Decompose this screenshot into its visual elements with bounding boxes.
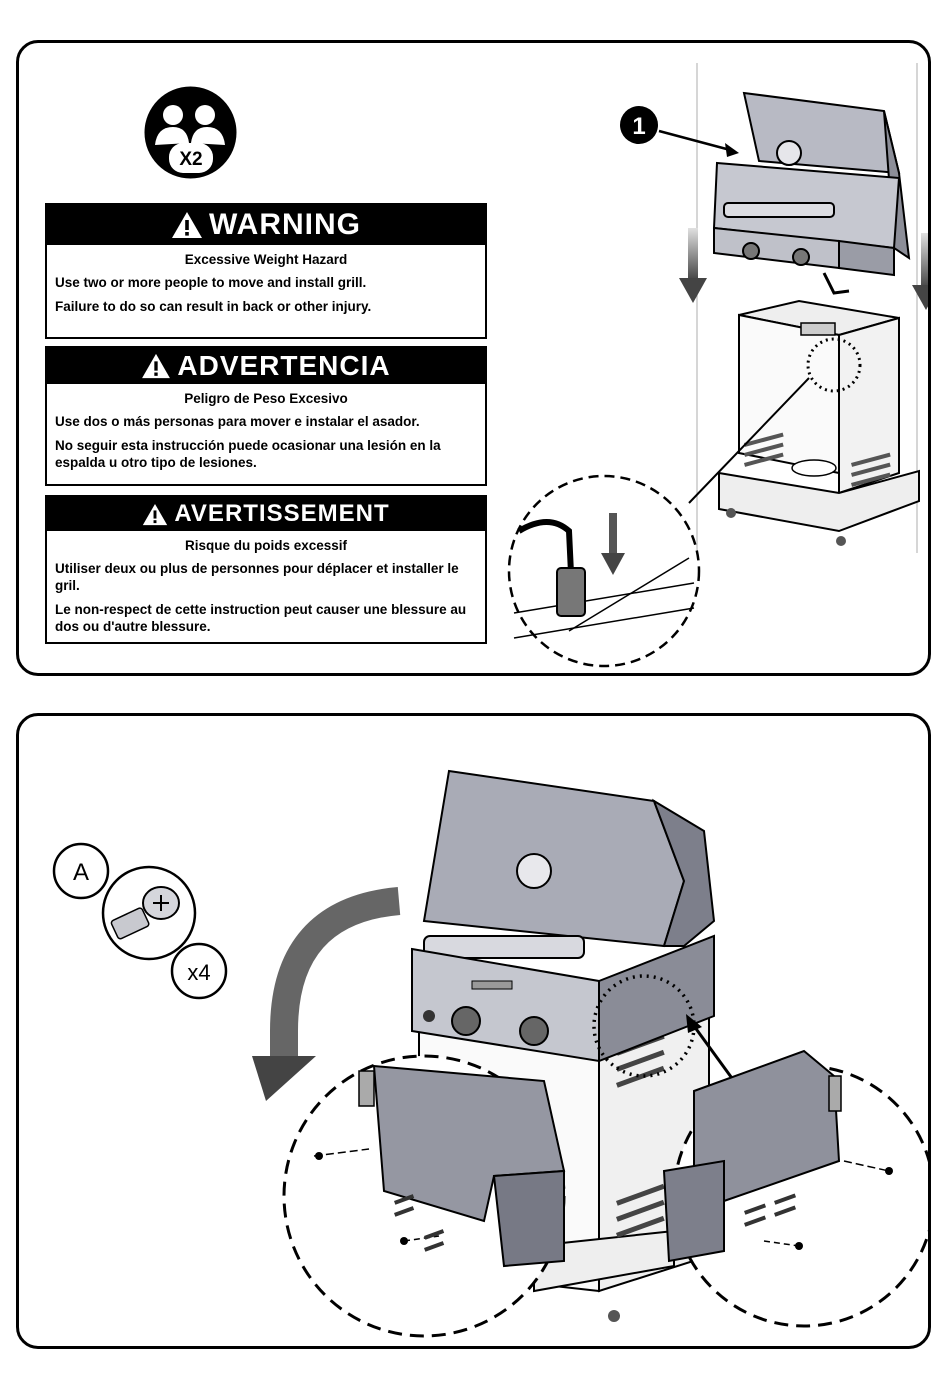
hazard-triangle-icon [172,212,202,238]
grill-head [712,91,911,295]
warning-box-spanish: ADVERTENCIA Peligro de Peso Excesivo Use… [45,346,487,486]
warning-line-1: Use two or more people to move and insta… [55,275,367,290]
warning-heading: WARNING [209,208,361,241]
warning-line-2: Failure to do so can result in back or o… [55,299,372,314]
detail-zoom-circle [507,474,701,668]
hazard-triangle-icon [143,503,168,525]
warning-header: WARNING [47,205,485,245]
warning-box-french: AVERTISSEMENT Risque du poids excessif U… [45,495,487,644]
warning-header: ADVERTENCIA [47,348,485,384]
step-1-panel: X2 WARNING Excessive Weight Hazard Use t… [16,40,931,676]
callout-number: 1 [632,113,645,140]
warning-line-2: No seguir esta instrucción puede ocasion… [55,438,441,470]
warning-heading: AVERTISSEMENT [174,500,390,527]
warning-line-1: Utiliser deux ou plus de personnes pour … [55,561,459,593]
hazard-triangle-icon [142,353,171,379]
detail-zoom-circle-right [662,1049,928,1328]
quantity-bubble [170,942,228,1000]
part-letter: A [73,859,89,886]
grill-assembly-illustration-step-2 [252,769,928,1338]
warning-heading: ADVERTENCIA [177,350,391,381]
grill-assembly-illustration-step-1: 1 [507,63,928,668]
part-quantity: x4 [187,960,210,985]
part-letter-bubble [52,842,110,900]
step-2-panel: A x4 [16,713,931,1349]
detail-zoom-circle-left [282,1054,566,1338]
two-people-icon: X2 [144,86,237,179]
people-badge-text: X2 [179,149,202,170]
warning-header: AVERTISSEMENT [47,497,485,531]
callout-marker [620,106,658,144]
warning-line-2: Le non-respect de cette instruction peut… [55,602,467,634]
part-a-callout: A x4 [52,842,228,1000]
warning-subtitle: Peligro de Peso Excesivo [184,391,348,406]
curved-arrow-icon [270,887,401,1061]
down-arrow-icon [679,228,707,303]
warning-box-english: WARNING Excessive Weight Hazard Use two … [45,203,487,339]
screw-icon [110,886,180,940]
warning-subtitle: Excessive Weight Hazard [184,252,348,267]
grill-cart [718,299,920,546]
warning-line-1: Use dos o más personas para mover e inst… [55,414,420,429]
grill-head [411,769,716,1078]
warning-subtitle: Risque du poids excessif [184,538,348,553]
down-arrow-icon [912,233,928,310]
